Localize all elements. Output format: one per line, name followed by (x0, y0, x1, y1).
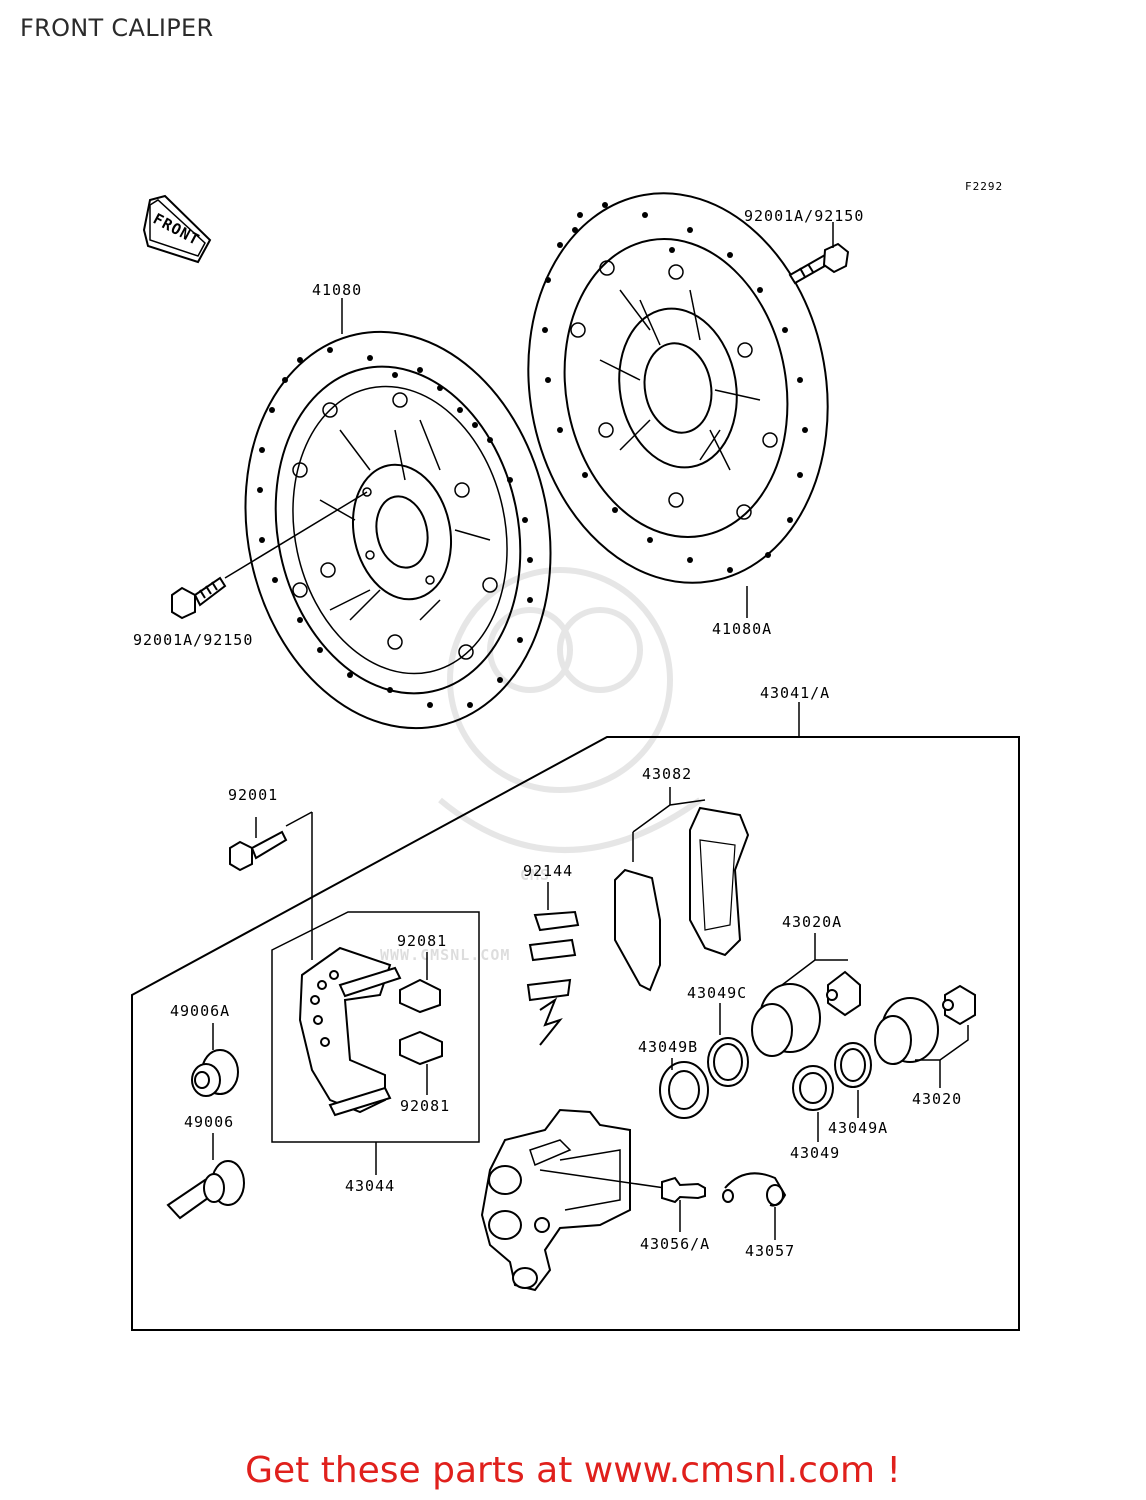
label-piston: 43020 (912, 1090, 962, 1108)
page-title: FRONT CALIPER (20, 14, 214, 42)
label-piston-a: 43020A (782, 913, 842, 931)
pad-clip-upper (399, 978, 441, 1014)
watermark-text: CMS (520, 866, 550, 884)
pad-spring (526, 910, 580, 1046)
label-caliper-assy: 43041/A (760, 684, 830, 702)
bleeder-cap (722, 1172, 787, 1207)
footer-promo-link[interactable]: Get these parts at www.cmsnl.com ! (245, 1450, 901, 1491)
caliper-body (480, 1108, 631, 1292)
front-arrow-icon: FRONT (142, 194, 212, 264)
piston-lower (874, 997, 939, 1065)
label-pin: 49006 (184, 1113, 234, 1131)
label-seal: 43049 (790, 1144, 840, 1162)
seal-a (834, 1042, 872, 1088)
label-boot: 49006A (170, 1002, 230, 1020)
label-seal-a: 43049A (828, 1119, 888, 1137)
seal-c (707, 1037, 749, 1087)
piston-cap-lower (942, 984, 976, 1026)
label-seal-c: 43049C (687, 984, 747, 1002)
figure-code: F2292 (965, 180, 1003, 193)
watermark-logo: CMS WWW.CMSNL.COM (380, 567, 702, 964)
pad-clip-lower (399, 1030, 443, 1066)
bracket-assembly-frame (271, 911, 480, 1143)
brake-pad-rear (689, 806, 750, 957)
caliper-bolt (229, 830, 288, 872)
brake-disc-left (244, 330, 552, 730)
label-cap: 43057 (745, 1242, 795, 1260)
label-bolt-92001: 92001 (228, 786, 278, 804)
watermark-url: WWW.CMSNL.COM (380, 946, 510, 964)
seal (792, 1065, 834, 1111)
disc-bolt-left (171, 576, 227, 620)
label-bolt-left: 92001A/92150 (133, 631, 253, 649)
caliper-bracket (298, 946, 402, 1117)
piston-cap-upper (826, 970, 861, 1017)
disc-bolt-right (788, 242, 850, 285)
seal-b (659, 1061, 709, 1119)
slide-pin (166, 1160, 245, 1220)
label-pads: 43082 (642, 765, 692, 783)
bleeder-valve (661, 1176, 706, 1204)
label-seal-b: 43049B (638, 1038, 698, 1056)
brake-disc-right (527, 192, 829, 584)
label-bleeder: 43056/A (640, 1235, 710, 1253)
label-bracket-assy: 43044 (345, 1177, 395, 1195)
caliper-assembly-frame (131, 736, 1020, 1331)
label-clip-upper: 92081 (397, 932, 447, 950)
label-disc-right: 41080A (712, 620, 772, 638)
label-bolt-right: 92001A/92150 (744, 207, 864, 225)
pin-boot (191, 1049, 239, 1097)
label-clip-lower: 92081 (400, 1097, 450, 1115)
label-disc-left: 41080 (312, 281, 362, 299)
brake-pad-front (614, 868, 661, 992)
piston-upper (751, 983, 821, 1057)
label-spring: 92144 (523, 862, 573, 880)
